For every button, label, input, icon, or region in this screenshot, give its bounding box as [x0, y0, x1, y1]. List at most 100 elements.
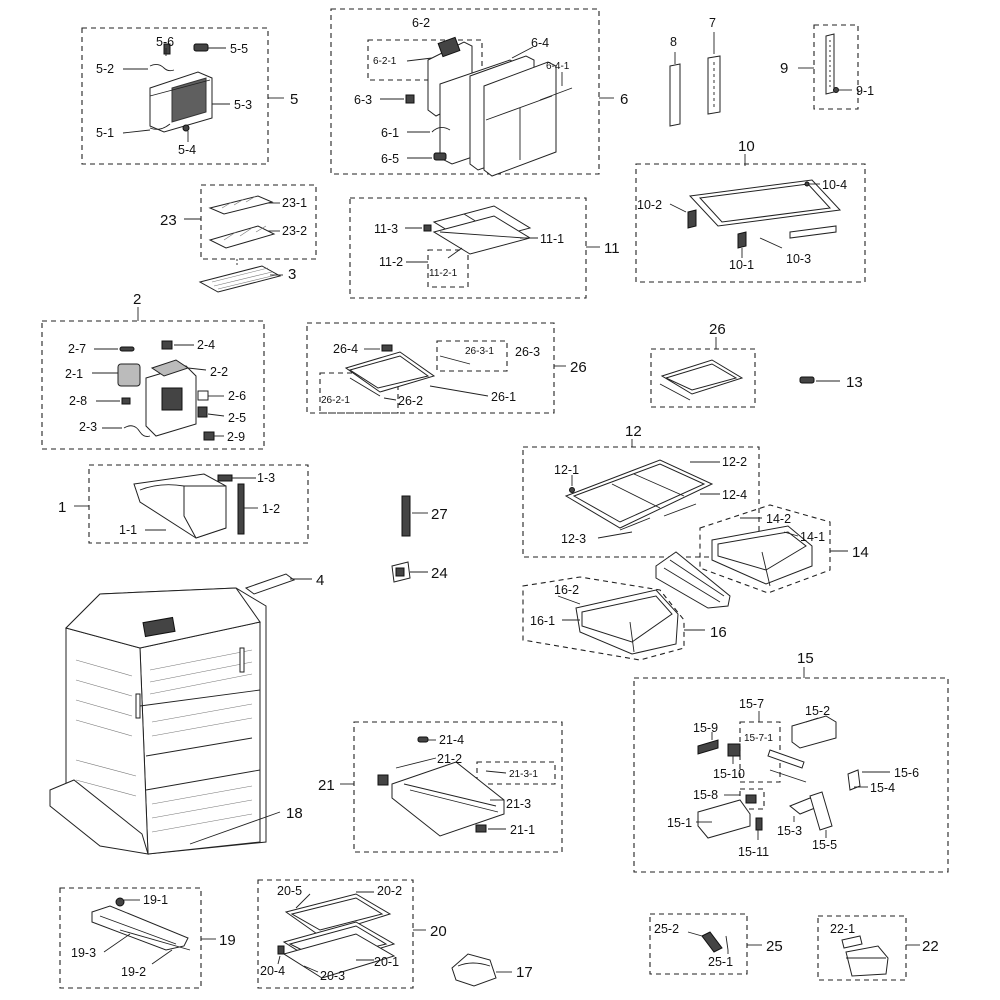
label-6-2: 6-2 [412, 16, 430, 30]
label-21-1: 21-1 [510, 823, 535, 837]
label-26-a: 26 [570, 359, 587, 376]
group-26-shelf: 26 26-4 26-3-1 26-3 26-1 26-2-1 26-2 [306, 322, 587, 414]
label-1-3: 1-3 [257, 471, 275, 485]
label-5-5: 5-5 [230, 42, 248, 56]
group-9: 9 9-1 [780, 24, 874, 110]
label-12-1: 12-1 [554, 463, 579, 477]
label-9-1: 9-1 [856, 84, 874, 98]
label-2-1: 2-1 [65, 367, 83, 381]
group-26-glass: 26 [650, 321, 756, 408]
group-16: 16 16-2 16-1 [522, 576, 727, 661]
label-10-4: 10-4 [822, 178, 847, 192]
label-16-2: 16-2 [554, 583, 579, 597]
label-26-2-1: 26-2-1 [321, 395, 350, 406]
label-26-b: 26 [709, 321, 726, 338]
label-8: 8 [670, 35, 677, 49]
label-12: 12 [625, 423, 642, 440]
label-2-3: 2-3 [79, 420, 97, 434]
label-26-3-1: 26-3-1 [465, 346, 494, 357]
label-13: 13 [846, 374, 863, 391]
label-26-2: 26-2 [398, 394, 423, 408]
label-14: 14 [852, 544, 869, 561]
label-15-1: 15-1 [667, 816, 692, 830]
label-21-3: 21-3 [506, 797, 531, 811]
label-6-4: 6-4 [531, 36, 549, 50]
label-17: 17 [516, 964, 533, 981]
label-20-5: 20-5 [277, 884, 302, 898]
label-7: 7 [709, 16, 716, 30]
part-crisper-rail [655, 551, 731, 609]
label-12-2: 12-2 [722, 455, 747, 469]
label-1: 1 [58, 499, 66, 516]
label-6-3: 6-3 [354, 93, 372, 107]
label-11-2: 11-2 [379, 255, 403, 269]
part-18-cabinet: 18 [49, 587, 303, 855]
label-6-2-1: 6-2-1 [373, 56, 397, 67]
label-5-3: 5-3 [234, 98, 252, 112]
part-7: 7 [707, 16, 721, 115]
label-5-4: 5-4 [178, 143, 196, 157]
label-15-11: 15-11 [738, 845, 769, 859]
part-24: 24 [391, 561, 448, 583]
label-10-2: 10-2 [637, 198, 662, 212]
label-5-6: 5-6 [156, 35, 174, 49]
label-21: 21 [318, 777, 335, 794]
label-14-1: 14-1 [800, 530, 825, 544]
group-23: 23 23-1 23-2 [160, 184, 317, 266]
label-6: 6 [620, 91, 628, 108]
label-23: 23 [160, 212, 177, 229]
label-23-1: 23-1 [282, 196, 307, 210]
label-25-2: 25-2 [654, 922, 679, 936]
part-27: 27 [401, 495, 448, 537]
label-2: 2 [133, 291, 141, 308]
label-5-1: 5-1 [96, 126, 114, 140]
label-20-1: 20-1 [374, 955, 399, 969]
label-15: 15 [797, 650, 814, 667]
label-6-1: 6-1 [381, 126, 399, 140]
label-3: 3 [288, 266, 296, 283]
label-14-2: 14-2 [766, 512, 791, 526]
label-2-8: 2-8 [69, 394, 87, 408]
group-10: 10 10-4 10-2 10-1 10-3 [635, 138, 866, 283]
label-11-1: 11-1 [540, 232, 564, 246]
label-21-4: 21-4 [439, 733, 464, 747]
part-5-evaporator [149, 43, 213, 133]
label-20-3: 20-3 [320, 969, 345, 983]
group-19: 19 19-1 19-3 19-2 [59, 887, 236, 989]
label-10-1: 10-1 [729, 258, 754, 272]
label-24: 24 [431, 565, 448, 582]
label-16: 16 [710, 624, 727, 641]
label-20-2: 20-2 [377, 884, 402, 898]
label-2-5: 2-5 [228, 411, 246, 425]
label-16-1: 16-1 [530, 614, 555, 628]
label-11: 11 [604, 240, 620, 257]
label-19-1: 19-1 [143, 893, 168, 907]
group-11: 11 11-3 11-1 11-2 11-2-1 [349, 197, 620, 299]
part-1-ice-bucket [133, 473, 245, 539]
label-5-2: 5-2 [96, 62, 114, 76]
label-26-4: 26-4 [333, 342, 358, 356]
group-14: 14 14-2 14-1 [699, 504, 869, 594]
label-19: 19 [219, 932, 236, 949]
label-26-1: 26-1 [491, 390, 516, 404]
label-20: 20 [430, 923, 447, 940]
label-15-7: 15-7 [739, 697, 764, 711]
label-21-2: 21-2 [437, 752, 462, 766]
label-26-3: 26-3 [515, 345, 540, 359]
label-6-5: 6-5 [381, 152, 399, 166]
label-15-5: 15-5 [812, 838, 837, 852]
label-25: 25 [766, 938, 783, 955]
label-15-7-1: 15-7-1 [744, 733, 773, 744]
group-22: 22 22-1 [817, 915, 939, 981]
label-22-1: 22-1 [830, 922, 855, 936]
part-8: 8 [669, 35, 681, 127]
label-1-1: 1-1 [119, 523, 137, 537]
group-5: 5 5-6 5-5 5-2 5-3 5-1 5-4 [81, 27, 298, 165]
label-15-9: 15-9 [693, 721, 718, 735]
label-27: 27 [431, 506, 448, 523]
group-12: 12 12-1 12-2 12-4 12-3 [522, 423, 760, 558]
label-18: 18 [286, 805, 303, 822]
label-19-2: 19-2 [121, 965, 146, 979]
label-15-4: 15-4 [870, 781, 895, 795]
label-15-2: 15-2 [805, 704, 830, 718]
